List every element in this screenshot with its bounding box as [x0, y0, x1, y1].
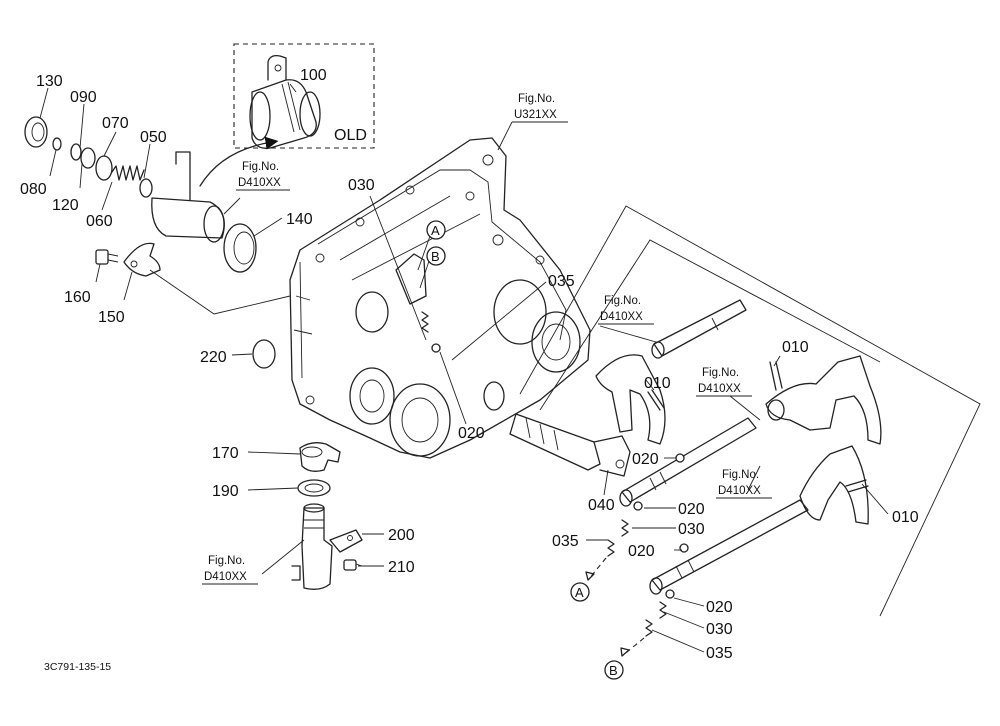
label-140: 140: [286, 211, 313, 228]
label-030-upper: 030: [348, 177, 375, 194]
label-old: OLD: [334, 127, 367, 144]
label-090: 090: [70, 89, 97, 106]
label-020-shaft: 020: [678, 501, 705, 518]
drawing-code: 3C791-135-15: [44, 661, 111, 673]
label-050: 050: [140, 129, 167, 146]
label-020-ball: 020: [628, 543, 655, 560]
label-035-upper: 035: [548, 273, 575, 290]
label-010-top: 010: [782, 339, 809, 356]
assembly-boundary-line-2: [539, 239, 881, 411]
label-070: 070: [102, 115, 129, 132]
assembly-boundary-line: [519, 205, 981, 617]
label-080: 080: [20, 181, 47, 198]
label-010-right: 010: [892, 509, 919, 526]
marker-a-lower: A: [575, 585, 584, 600]
label-010-left: 010: [644, 375, 671, 392]
leader-lines: [39, 83, 889, 653]
shift-forks-assembly: [509, 299, 882, 657]
fig-ref-d410-top-line1: Fig.No.: [242, 161, 279, 173]
fig-ref-d410-lower-line1: Fig.No.: [722, 469, 759, 481]
reference-markers: A B A B: [426, 220, 624, 680]
label-035-lower: 035: [706, 645, 733, 662]
fig-ref-d410-mid-line2: D410XX: [600, 311, 643, 323]
label-160: 160: [64, 289, 91, 306]
label-035-mid: 035: [552, 533, 579, 550]
label-020-lower: 020: [706, 599, 733, 616]
marker-b-lower: B: [609, 663, 618, 678]
fig-ref-d410-bottom-line2: D410XX: [204, 571, 247, 583]
old-part-inset: [199, 43, 375, 187]
label-150: 150: [98, 309, 125, 326]
label-130: 130: [36, 73, 63, 90]
label-170: 170: [212, 445, 239, 462]
label-200: 200: [388, 527, 415, 544]
figure-references: Fig.No. U321XX Fig.No. D410XX Fig.No. D4…: [202, 93, 772, 585]
label-100: 100: [300, 67, 327, 84]
fig-ref-u321-line1: Fig.No.: [518, 93, 555, 105]
fig-ref-u321-line2: U321XX: [514, 109, 557, 121]
label-020-housing: 020: [458, 425, 485, 442]
label-120: 120: [52, 197, 79, 214]
label-030-mid: 030: [678, 521, 705, 538]
label-210: 210: [388, 559, 415, 576]
label-060: 060: [86, 213, 113, 230]
label-220: 220: [200, 349, 227, 366]
marker-b-upper: B: [431, 249, 440, 264]
fig-ref-d410-lower-line2: D410XX: [718, 485, 761, 497]
label-030-lower: 030: [706, 621, 733, 638]
fig-ref-d410-top-line2: D410XX: [238, 177, 281, 189]
main-housing: [289, 137, 591, 459]
fig-ref-d410-right-line1: Fig.No.: [702, 367, 739, 379]
label-040: 040: [588, 497, 615, 514]
fig-ref-d410-mid-line1: Fig.No.: [604, 295, 641, 307]
marker-a-upper: A: [431, 223, 440, 238]
fig-ref-d410-right-line2: D410XX: [698, 383, 741, 395]
upper-left-assembly: [24, 116, 291, 369]
part-number-labels: 130 090 070 050 080 120 060 100 OLD 140 …: [20, 67, 919, 662]
label-190: 190: [212, 483, 239, 500]
lower-left-assembly: [291, 442, 363, 590]
fig-ref-d410-bottom-line1: Fig.No.: [208, 555, 245, 567]
label-020-mid: 020: [632, 451, 659, 468]
